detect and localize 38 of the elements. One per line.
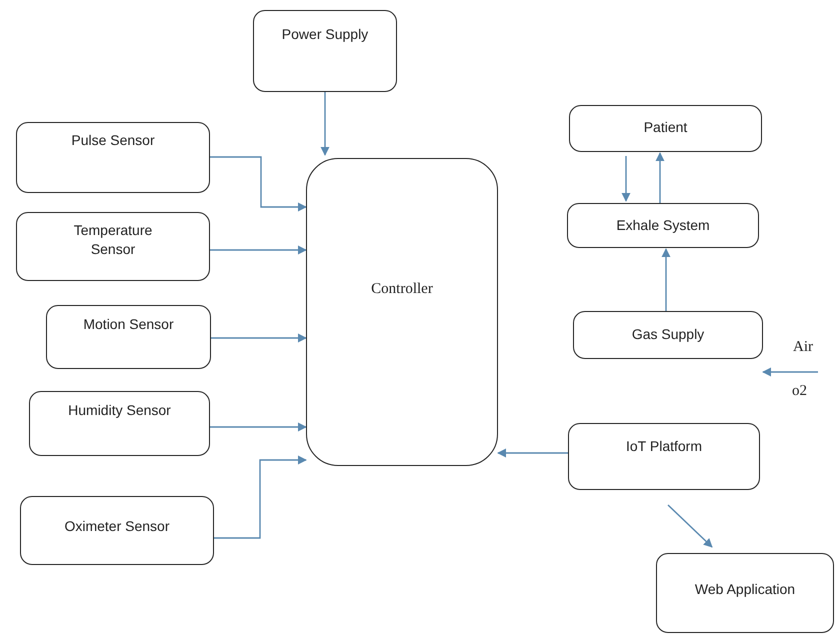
input-label: o2 (792, 383, 807, 400)
arrow (656, 152, 664, 203)
node-label: Controller (371, 280, 433, 299)
node-label: Exhale System (616, 216, 710, 235)
process-box (306, 158, 498, 466)
arrow (320, 92, 330, 156)
node-label: Web Application (694, 580, 796, 599)
node-label: Motion Sensor (83, 315, 174, 334)
process-box (573, 311, 763, 359)
node-label: Patient (644, 118, 688, 137)
node-label: Temperature Sensor (72, 221, 154, 259)
node-label: Pulse Sensor (71, 131, 155, 150)
arrow (622, 156, 630, 202)
process-box (16, 212, 210, 281)
process-box (16, 122, 210, 193)
arrow (668, 504, 713, 548)
arrow (210, 422, 307, 432)
node-label: Humidity Sensor (68, 401, 171, 420)
process-box (569, 105, 762, 152)
arrow (210, 246, 307, 254)
arrow (210, 156, 307, 212)
process-box (29, 391, 210, 456)
node-label: Gas Supply (632, 325, 704, 344)
node-label: Oximeter Sensor (64, 517, 170, 536)
process-box (253, 10, 397, 92)
input-label: Air (793, 339, 813, 356)
process-box (568, 423, 760, 490)
process-box (567, 203, 759, 248)
arrow (662, 248, 670, 311)
arrow (211, 334, 307, 342)
node-label: Power Supply (282, 25, 368, 44)
process-box (20, 496, 214, 565)
node-label: IoT Platform (626, 437, 702, 456)
process-box (46, 305, 211, 369)
arrow (214, 456, 307, 539)
arrow (762, 368, 818, 376)
process-box (656, 553, 834, 633)
arrow (497, 448, 568, 458)
